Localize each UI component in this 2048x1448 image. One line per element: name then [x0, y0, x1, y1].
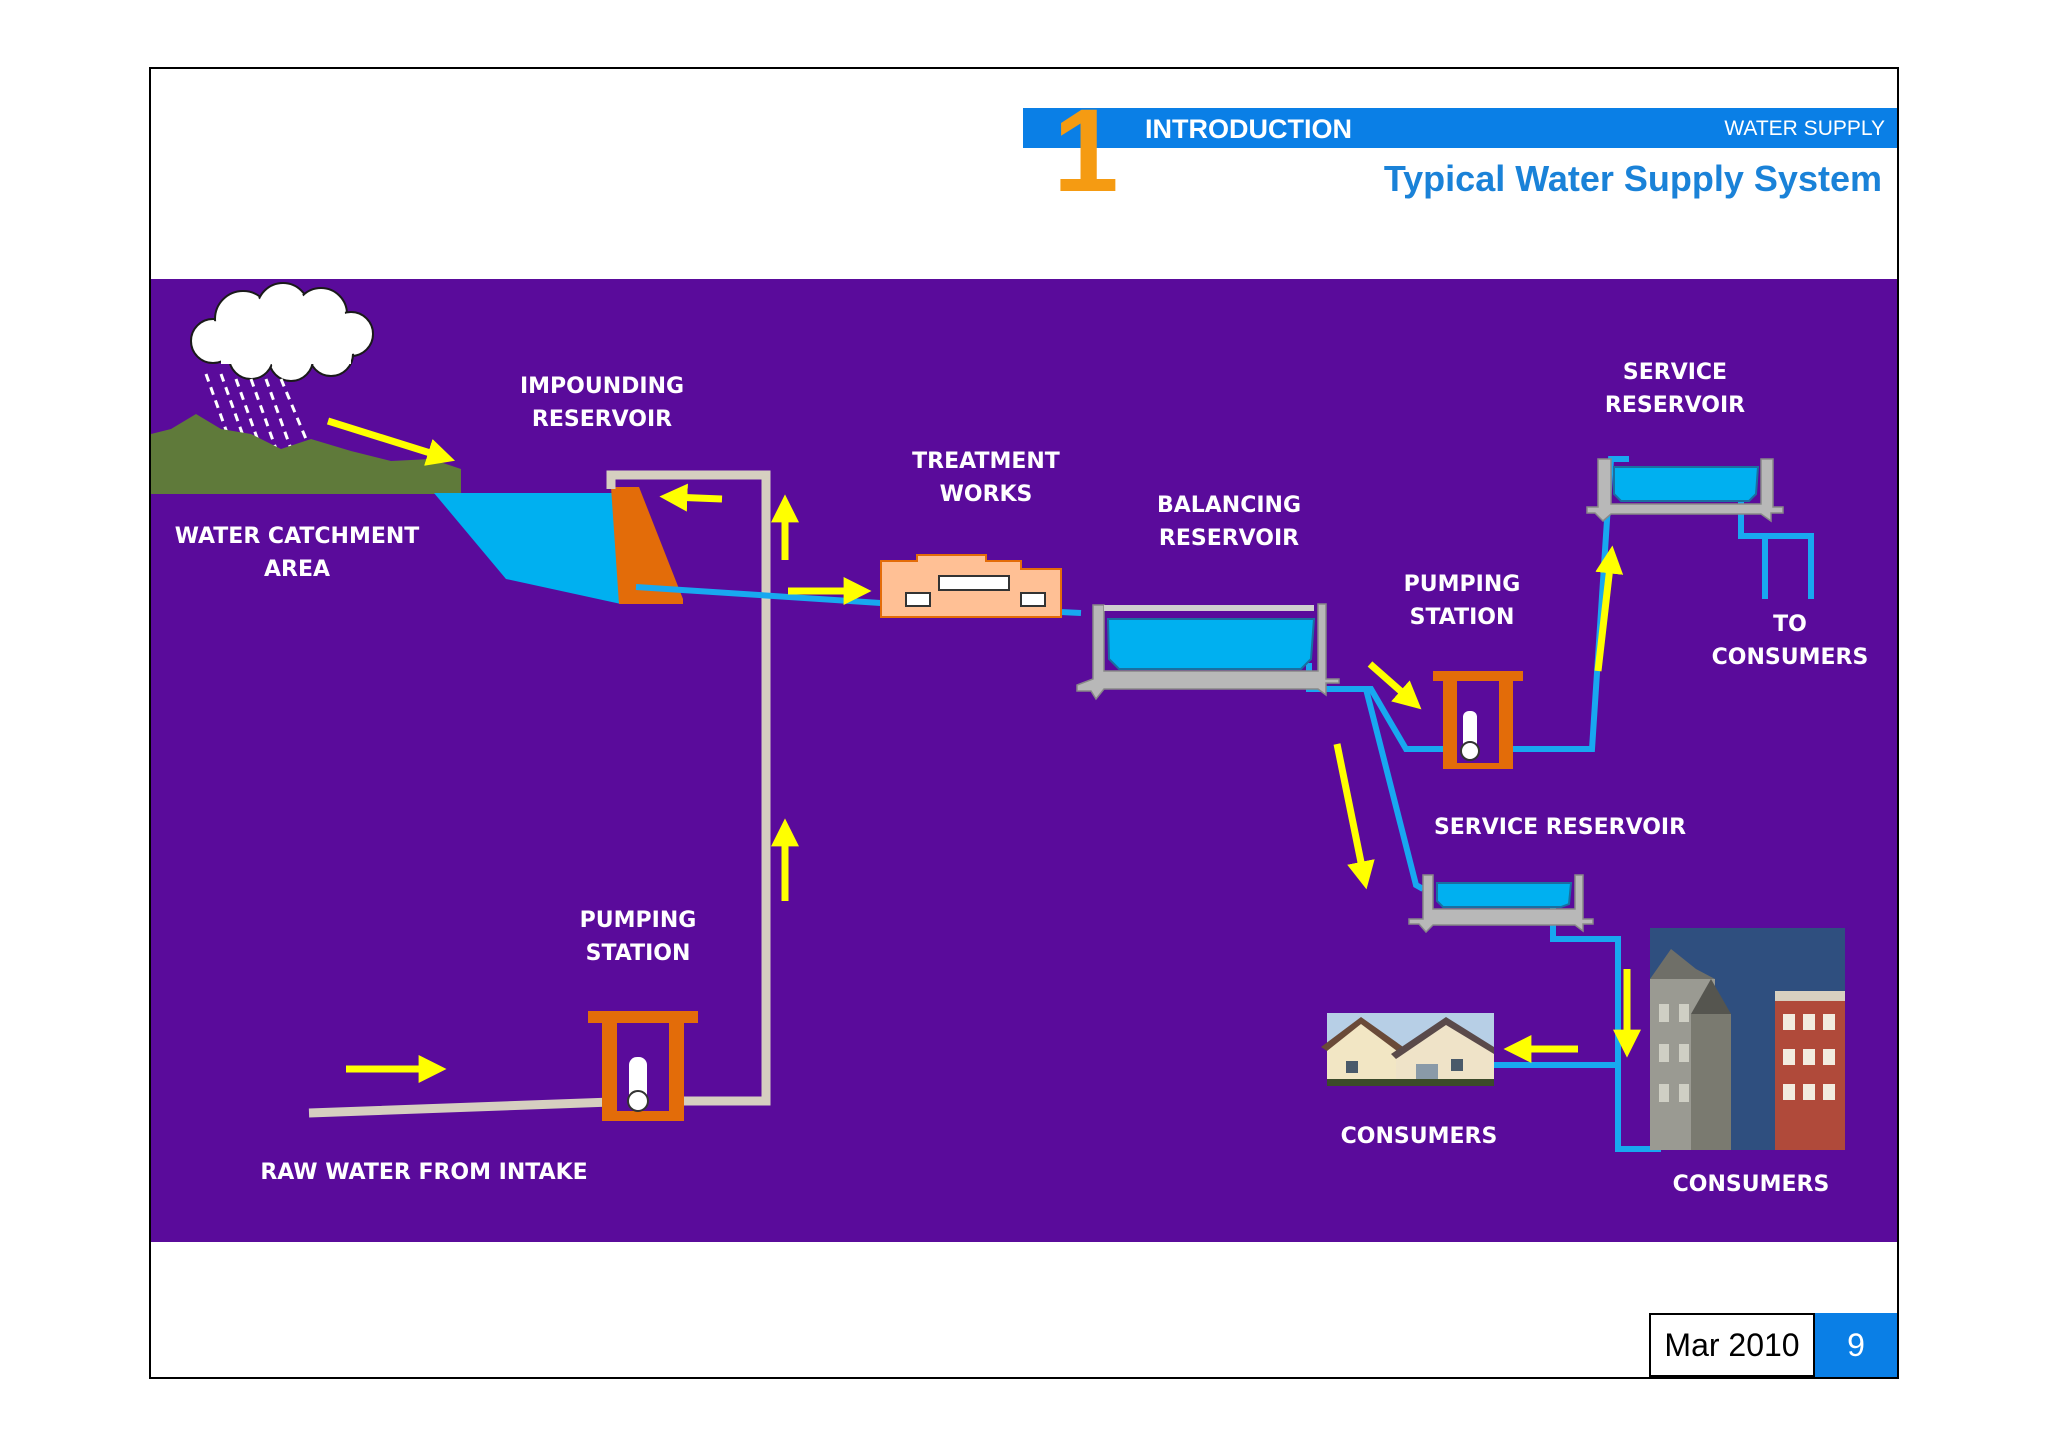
treatment-works-icon — [880, 554, 1062, 618]
label-consumers-buildings: CONSUMERS — [1673, 1172, 1830, 1197]
label-consumers-houses: CONSUMERS — [1341, 1124, 1498, 1149]
label-service-top-1: SERVICE — [1623, 360, 1727, 385]
label-to-consumers-2: CONSUMERS — [1712, 645, 1869, 670]
section-number: 1 — [1053, 85, 1119, 217]
water-supply-diagram: WATER CATCHMENT AREA IMPOUNDING RESERVOI… — [151, 279, 1897, 1242]
pumping-station-left-icon — [588, 1011, 698, 1121]
label-service-top-2: RESERVOIR — [1605, 393, 1745, 418]
service-reservoir-top-icon — [1586, 458, 1784, 523]
label-pumping-left-1: PUMPING — [580, 908, 697, 933]
label-impounding-2: RESERVOIR — [532, 407, 672, 432]
label-service-mid: SERVICE RESERVOIR — [1434, 815, 1686, 840]
slide-title: Typical Water Supply System — [1383, 158, 1882, 199]
label-pumping-right-2: STATION — [1410, 605, 1515, 630]
distribution-pipes — [635, 456, 1814, 1152]
page-number: 9 — [1815, 1313, 1897, 1377]
label-pumping-left-2: STATION — [586, 941, 691, 966]
section-header-bar — [1023, 108, 1897, 148]
service-reservoir-mid-icon — [1408, 874, 1594, 934]
pumping-station-right-icon — [1433, 671, 1523, 769]
dam-icon — [611, 487, 683, 604]
rain-cloud-icon — [190, 282, 374, 450]
section-title: INTRODUCTION — [1145, 114, 1352, 144]
label-to-consumers-1: TO — [1773, 612, 1807, 637]
label-impounding-1: IMPOUNDING — [520, 374, 684, 399]
label-pumping-right-1: PUMPING — [1404, 572, 1521, 597]
label-catchment-1: WATER CATCHMENT — [175, 524, 420, 549]
flow-arrows — [326, 417, 1641, 1083]
label-catchment-2: AREA — [264, 557, 330, 582]
course-label: WATER SUPPLY — [1724, 117, 1885, 140]
label-balancing-2: RESERVOIR — [1159, 526, 1299, 551]
label-treatment-1: TREATMENT — [912, 449, 1060, 474]
label-treatment-2: WORKS — [940, 482, 1033, 507]
balancing-reservoir-icon — [1076, 603, 1340, 701]
impounding-reservoir-water — [434, 493, 621, 604]
catchment-land-icon — [151, 414, 461, 494]
diagram-canvas: WATER CATCHMENT AREA IMPOUNDING RESERVOI… — [151, 282, 1869, 1197]
label-raw-water: RAW WATER FROM INTAKE — [260, 1160, 587, 1185]
label-balancing-1: BALANCING — [1157, 493, 1301, 518]
city-buildings-picture — [1650, 928, 1845, 1150]
footer-date: Mar 2010 — [1649, 1313, 1815, 1377]
houses-picture — [1321, 1013, 1494, 1086]
raw-water-pipe — [308, 470, 771, 1118]
